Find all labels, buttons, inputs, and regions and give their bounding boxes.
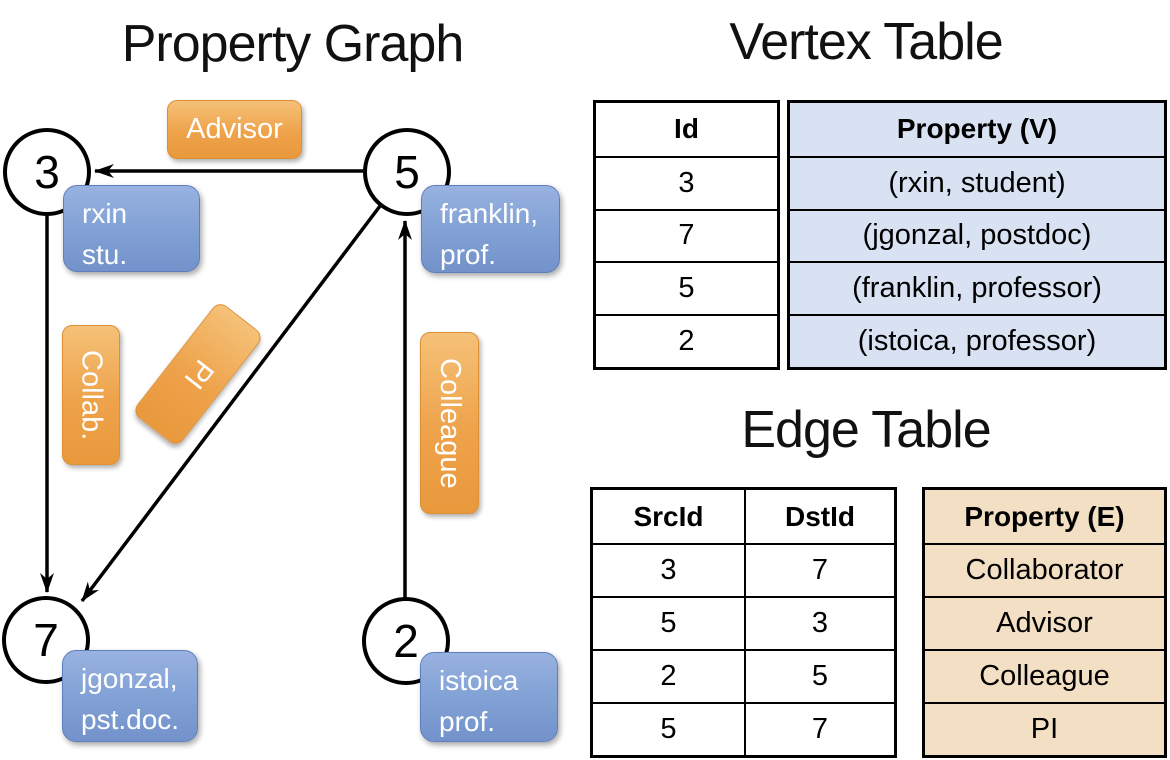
vertex-prop-istoica: istoica prof. bbox=[420, 652, 558, 742]
vertex-table-property-header: Property (V) bbox=[896, 113, 1058, 145]
edge-table-property-column: Property (E) Collaborator Advisor Collea… bbox=[922, 487, 1167, 758]
edge-label-text: PI bbox=[177, 353, 220, 395]
vertex-prop-line1: jgonzal, bbox=[81, 663, 178, 694]
vertex-table-property-column: Property (V) (rxin, student) (jgonzal, p… bbox=[787, 100, 1167, 370]
edge-table-srcid-cell: 2 bbox=[593, 649, 744, 702]
vertex-table-id-cell: 3 bbox=[596, 155, 777, 209]
edge-label-collab: Collab. bbox=[62, 325, 120, 465]
edge-table-property-header: Property (E) bbox=[964, 500, 1125, 532]
edge-table-property-cell: Advisor bbox=[925, 596, 1164, 649]
edge-table-property-cell: PI bbox=[925, 702, 1164, 755]
edge-table-srcid-cell: 5 bbox=[593, 702, 744, 755]
edge-table-srcid-header: SrcId bbox=[633, 500, 704, 532]
vertex-table-property-cell: (rxin, student) bbox=[790, 155, 1164, 209]
edge-label-advisor: Advisor bbox=[167, 100, 302, 159]
vertex-table-id-cell: 7 bbox=[596, 208, 777, 262]
edge-table-id-columns: SrcId DstId 3 7 5 3 2 5 5 7 bbox=[590, 487, 897, 758]
edge-table-property-cell: Colleague bbox=[925, 649, 1164, 702]
edge-label-text: Advisor bbox=[186, 113, 283, 145]
vertex-table-title: Vertex Table bbox=[729, 13, 1003, 71]
property-graph-title: Property Graph bbox=[121, 15, 465, 73]
vertex-prop-line1: istoica bbox=[439, 665, 519, 696]
edge-table-dstid-cell: 7 bbox=[744, 702, 894, 755]
vertex-prop-line1: rxin bbox=[82, 198, 128, 229]
vertex-prop-jgonzal: jgonzal, pst.doc. bbox=[62, 650, 198, 742]
vertex-prop-line1: franklin, bbox=[440, 198, 539, 229]
edge-table-srcid-cell: 5 bbox=[593, 596, 744, 649]
edge-label-text: Colleague bbox=[434, 357, 466, 489]
vertex-table-id-cell: 5 bbox=[596, 261, 777, 314]
vertex-table-id-column: Id 3 7 5 2 bbox=[593, 100, 780, 370]
edge-table-srcid-cell: 3 bbox=[593, 543, 744, 596]
edge-table-dstid-cell: 5 bbox=[744, 649, 894, 702]
edge-5-7 bbox=[80, 204, 382, 603]
vertex-node-5: 5 bbox=[363, 128, 451, 216]
edge-table-dstid-cell: 3 bbox=[744, 596, 894, 649]
edge-table-property-cell: Collaborator bbox=[925, 543, 1164, 596]
vertex-prop-line2: stu. bbox=[82, 238, 128, 270]
vertex-prop-franklin: franklin, prof. bbox=[421, 185, 560, 273]
graph-edges bbox=[40, 164, 412, 603]
vertex-table-id-cell: 2 bbox=[596, 314, 777, 367]
vertex-prop-line2: prof. bbox=[440, 238, 497, 270]
edge-table-dstid-cell: 7 bbox=[744, 543, 894, 596]
edge-label-colleague: Colleague bbox=[420, 332, 479, 514]
vertex-table-id-header: Id bbox=[674, 113, 699, 145]
edge-table-title: Edge Table bbox=[741, 401, 991, 459]
vertex-table-property-cell: (istoica, professor) bbox=[790, 314, 1164, 367]
vertex-prop-line2: prof. bbox=[439, 705, 496, 737]
vertex-table-property-cell: (jgonzal, postdoc) bbox=[790, 208, 1164, 262]
edge-table-dstid-header: DstId bbox=[744, 490, 894, 543]
vertex-prop-line2: pst.doc. bbox=[81, 703, 180, 735]
edge-label-text: Collab. bbox=[75, 349, 108, 441]
vertex-node-2: 2 bbox=[362, 597, 450, 685]
vertex-prop-rxin: rxin stu. bbox=[63, 185, 200, 272]
vertex-table-property-cell: (franklin, professor) bbox=[790, 261, 1164, 314]
